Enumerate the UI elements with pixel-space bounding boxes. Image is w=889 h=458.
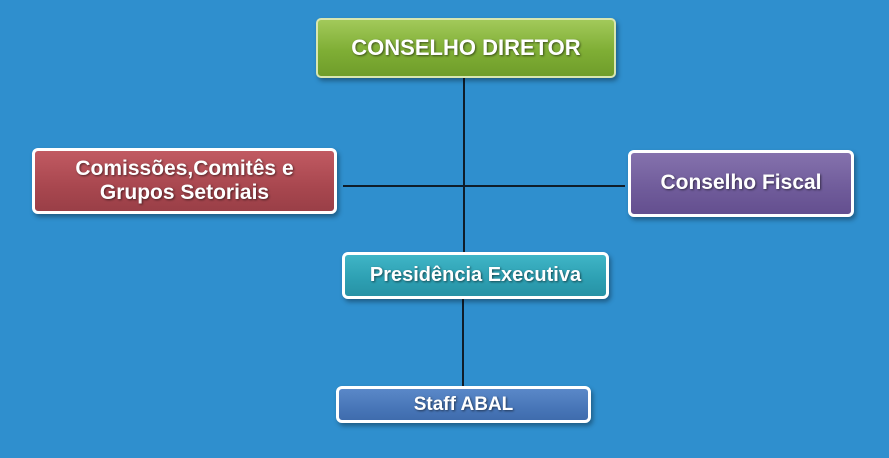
connector-middle-to-bottom — [462, 299, 464, 386]
connector-left-to-right — [343, 185, 625, 187]
node-presidencia-executiva: Presidência Executiva — [342, 252, 609, 299]
connector-top-to-middle — [463, 78, 465, 252]
node-conselho-fiscal: Conselho Fiscal — [628, 150, 854, 217]
node-staff-abal-label: Staff ABAL — [413, 393, 514, 415]
node-conselho-diretor: CONSELHO DIRETOR — [316, 18, 616, 78]
node-comissoes-label-line2: Grupos Setoriais — [99, 181, 270, 204]
node-conselho-diretor-label: CONSELHO DIRETOR — [351, 35, 581, 61]
node-conselho-fiscal-label: Conselho Fiscal — [660, 171, 822, 195]
node-presidencia-executiva-label: Presidência Executiva — [369, 264, 582, 286]
node-staff-abal: Staff ABAL — [336, 386, 591, 423]
node-comissoes: Comissões,Comitês e Grupos Setoriais — [32, 148, 337, 214]
node-comissoes-label-line1: Comissões,Comitês e — [75, 156, 294, 180]
